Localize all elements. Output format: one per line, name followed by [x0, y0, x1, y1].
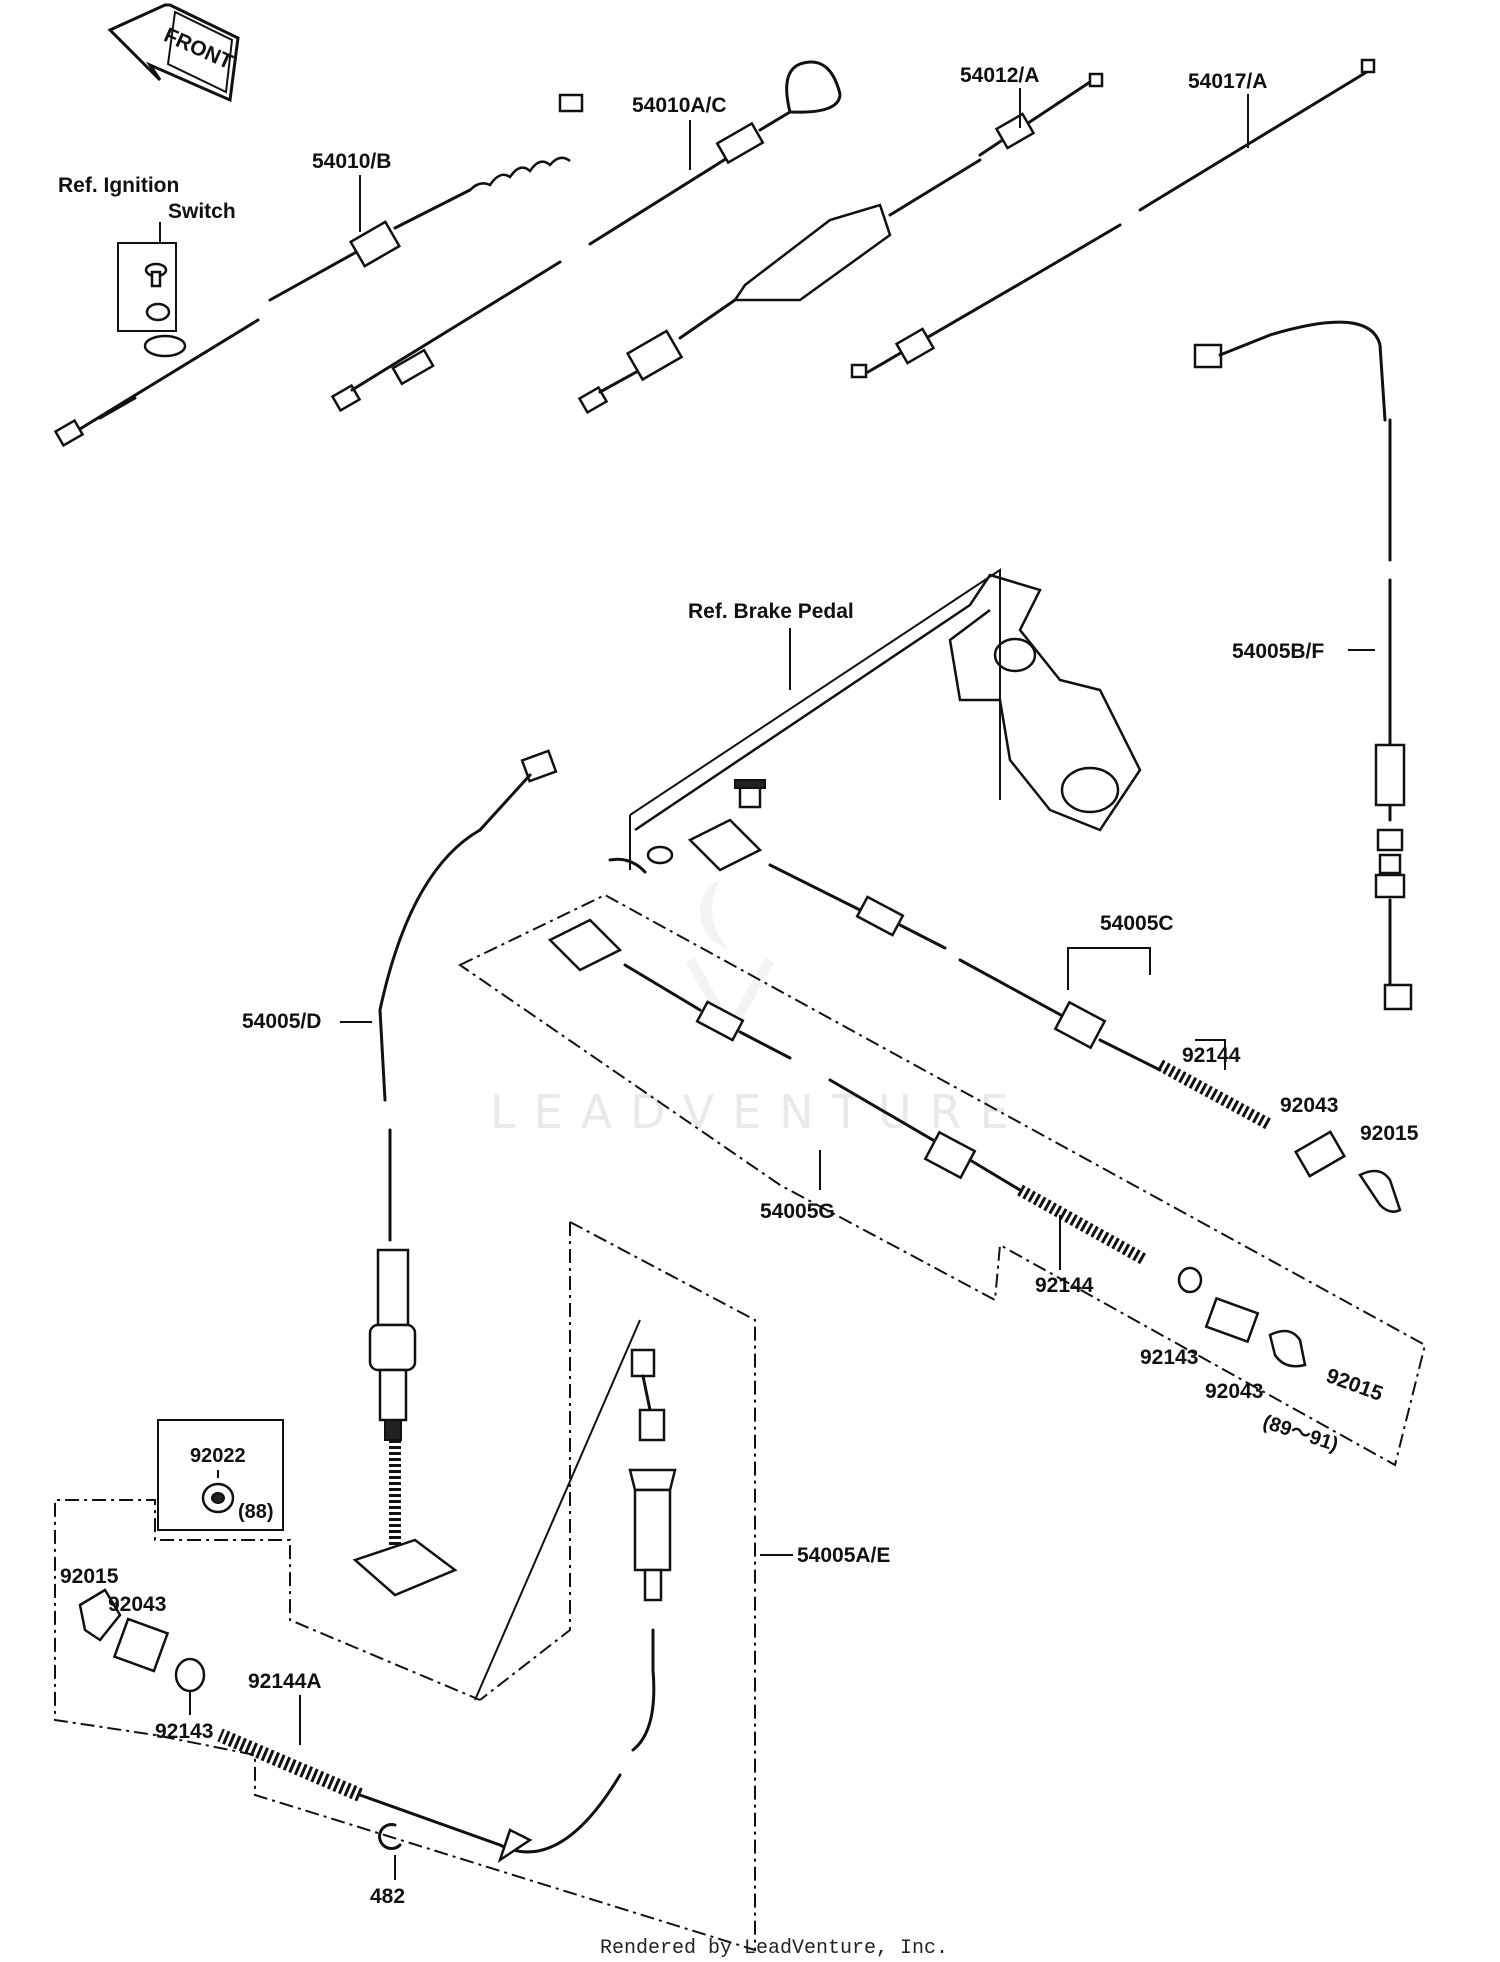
ref-ignition-label: Ref. Ignition: [58, 174, 179, 197]
ignition-switch-ref: [117, 242, 187, 358]
cable-54005-g: [547, 918, 1148, 1266]
part-92143-a-label: 92143: [155, 1720, 213, 1743]
part-92022-label: 92022: [190, 1445, 246, 1467]
wing-nut-92015-c-icon: [1358, 1169, 1402, 1213]
part-54005d-label: 54005/D: [242, 1010, 321, 1033]
washer-92143-a: [174, 1657, 206, 1693]
part-92043-g-label: 92043: [1205, 1380, 1263, 1403]
collar-92043-c: [1293, 1130, 1347, 1178]
part-92015-c-label: 92015: [1360, 1122, 1419, 1145]
part-54012a-label: 54012/A: [960, 64, 1039, 87]
part-54010b-label: 54010/B: [312, 150, 391, 173]
part-92144-c-label: 92144: [1182, 1044, 1241, 1067]
part-54005g-label: 54005G: [760, 1200, 835, 1223]
part-482-label: 482: [370, 1885, 405, 1908]
collar-92043-a: [112, 1617, 170, 1673]
cable-54005-ae: [217, 1348, 677, 1864]
cable-54005-d: [352, 749, 558, 1597]
e-clip-482-icon: [378, 1823, 402, 1850]
footer-credit: Rendered by LeadVenture, Inc.: [600, 1937, 948, 1960]
ref-ignition-switch-label: Switch: [168, 200, 236, 223]
cable-54005-bf: [1193, 320, 1413, 1011]
cable-54010-ac: [330, 60, 842, 413]
part-92144-g-label: 92144: [1035, 1274, 1094, 1297]
part-54005c-label: 54005C: [1100, 912, 1174, 935]
part-54017a-label: 54017/A: [1188, 70, 1267, 93]
watermark-text: LEADVENTURE: [490, 1085, 1027, 1139]
part-92015-a-label: 92015: [60, 1565, 119, 1588]
years-89-91-label: (89～91): [1260, 1411, 1341, 1456]
collar-92043-g: [1204, 1296, 1260, 1344]
cable-54005-c: [687, 818, 1273, 1131]
watermark-logo: [685, 880, 775, 1041]
part-92144a-label: 92144A: [248, 1670, 322, 1693]
cable-54017-a: [850, 58, 1376, 379]
part-92043-c-label: 92043: [1280, 1094, 1338, 1117]
part-92015-g-label: 92015: [1323, 1364, 1386, 1406]
wing-nut-92015-g-icon: [1268, 1329, 1307, 1368]
brake-pedal-ref: [608, 573, 1142, 874]
part-92143-g-label: 92143: [1140, 1346, 1198, 1369]
ref-brake-pedal-label: Ref. Brake Pedal: [688, 600, 854, 623]
part-92043-a-label: 92043: [108, 1593, 166, 1616]
part-54005bf-label: 54005B/F: [1232, 640, 1324, 663]
part-54010ac-label: 54010A/C: [632, 94, 727, 117]
washer-92143-g: [1177, 1266, 1203, 1294]
wing-nut-92015-a-icon: [78, 1588, 122, 1642]
front-arrow-icon: FRONT: [107, 3, 240, 103]
part-54005ae-label: 54005A/E: [797, 1544, 890, 1567]
years-88-label: (88): [238, 1501, 274, 1523]
part-92022-box: [157, 1419, 284, 1531]
cable-54012-a: [577, 72, 1104, 415]
cable-54010-b: [53, 93, 584, 448]
